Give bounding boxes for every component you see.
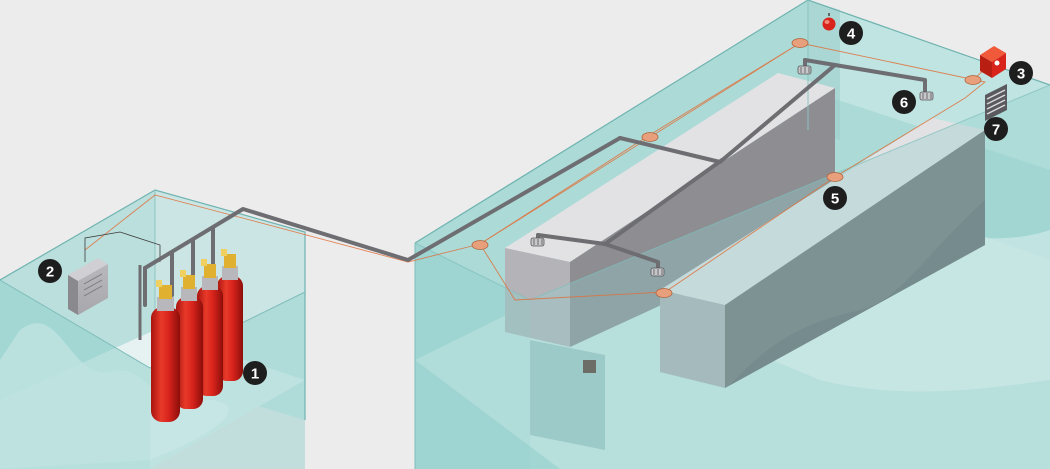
smoke-detector-icon [965, 76, 981, 85]
callout-2: 2 [38, 259, 62, 283]
smoke-detector-icon [642, 133, 658, 142]
callout-6: 6 [892, 90, 916, 114]
discharge-nozzle-icon [531, 238, 544, 246]
callout-1-label: 1 [251, 366, 259, 383]
callout-2-label: 2 [46, 264, 54, 281]
callout-1: 1 [243, 361, 267, 385]
smoke-detector-icon [472, 241, 488, 250]
smoke-detector-icon [656, 289, 672, 298]
discharge-nozzle-icon [920, 92, 933, 100]
callout-4: 4 [839, 21, 863, 45]
callout-7: 7 [984, 117, 1008, 141]
discharge-nozzle-icon [651, 268, 664, 276]
callout-3: 3 [1009, 61, 1033, 85]
callout-7-label: 7 [992, 122, 1000, 139]
protected-room [415, 0, 1050, 469]
discharge-nozzle-icon [798, 66, 811, 74]
smoke-detector-icon [827, 173, 843, 182]
callout-3-label: 3 [1017, 66, 1025, 83]
callout-6-label: 6 [900, 95, 908, 112]
callout-4-label: 4 [847, 26, 856, 43]
callout-5: 5 [823, 186, 847, 210]
callout-5-label: 5 [831, 191, 839, 208]
smoke-detector-icon [792, 39, 808, 48]
